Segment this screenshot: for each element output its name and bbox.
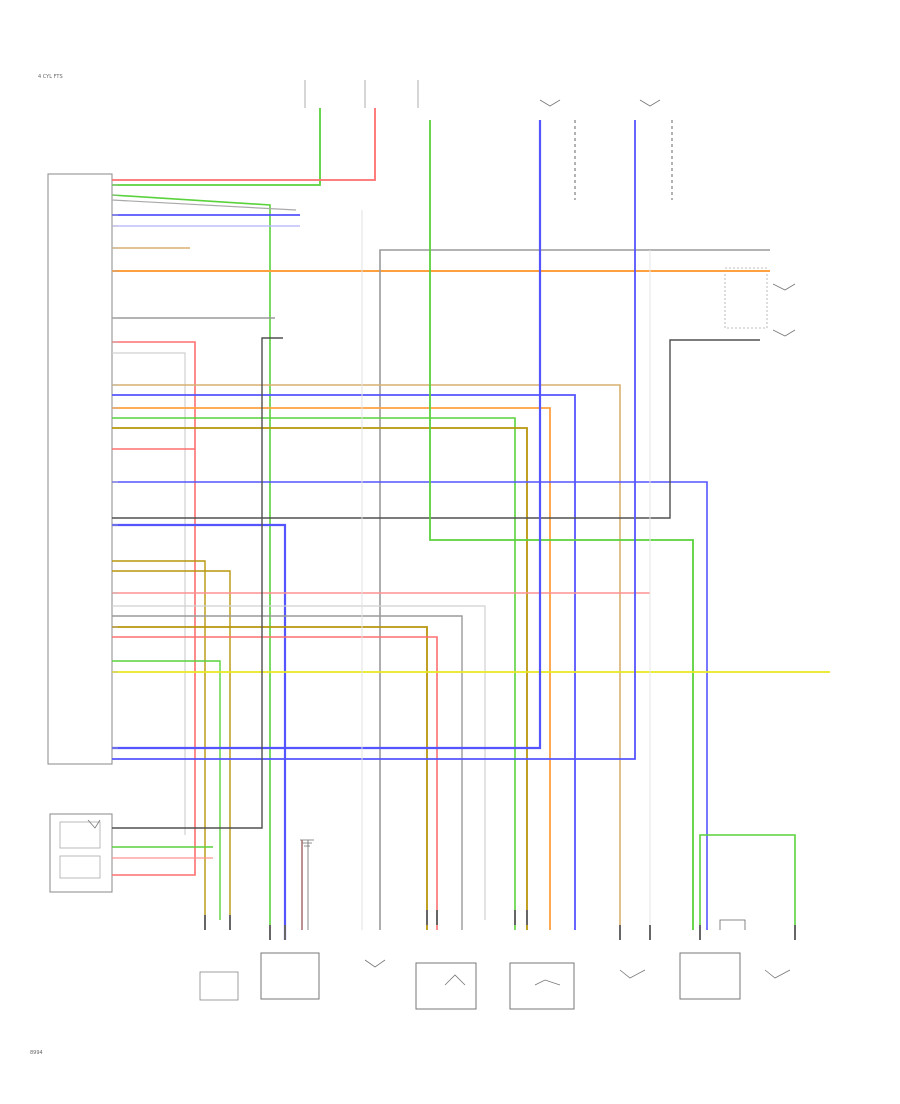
relay-inner-box	[59, 855, 101, 879]
connector-icon	[204, 910, 796, 940]
ground-icon	[300, 839, 314, 847]
component-box	[260, 952, 320, 1000]
pin-ticks	[112, 184, 118, 749]
wires	[111, 80, 830, 940]
component-box	[415, 962, 477, 1010]
relay-inner-box	[59, 821, 101, 849]
component-box	[509, 962, 575, 1010]
component-box	[199, 971, 239, 1001]
model-label: 4 CYL FTS	[38, 74, 63, 80]
relay-box	[49, 813, 113, 893]
switch-icon	[87, 99, 796, 986]
component-box	[679, 952, 741, 1000]
connector-box	[724, 267, 768, 329]
control-unit-box	[47, 173, 113, 765]
footer-code: 8994	[30, 1050, 43, 1056]
